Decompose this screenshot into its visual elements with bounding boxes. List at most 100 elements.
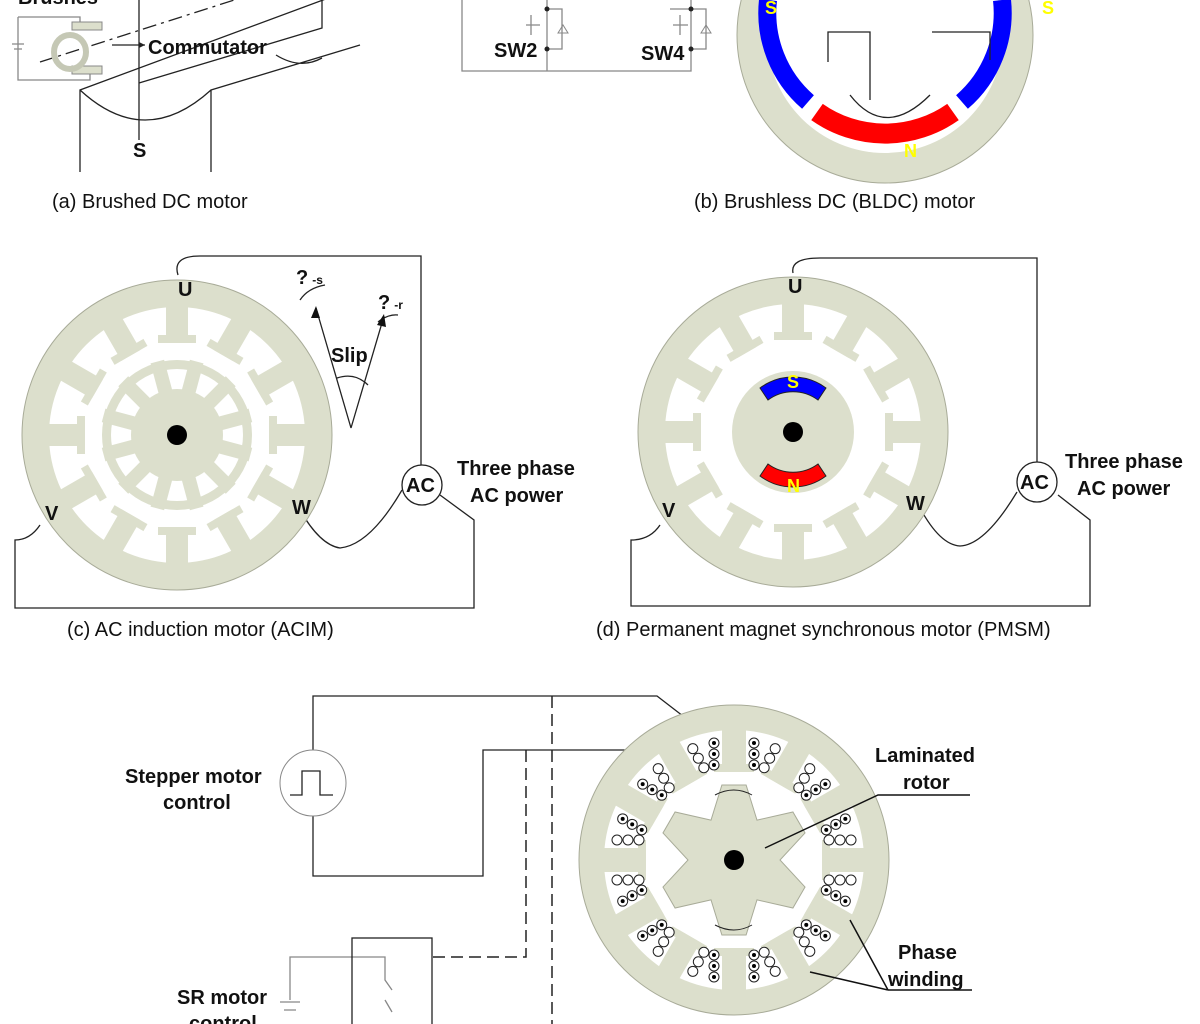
- shaft-icon: [783, 422, 803, 442]
- sw4-label: SW4: [641, 43, 685, 65]
- winding-conductor: [663, 782, 675, 794]
- tooth-tip: [247, 368, 274, 406]
- winding-dot: [630, 822, 635, 827]
- winding-conductor: [652, 763, 664, 775]
- winding-conductor: [834, 874, 846, 886]
- winding-conductor: [658, 936, 670, 948]
- winding-conductor: [764, 956, 776, 968]
- winding-dot: [813, 928, 818, 933]
- winding-conductor: [798, 772, 810, 784]
- winding-dot: [804, 793, 809, 798]
- stator: [637, 276, 949, 588]
- stator-tooth: [269, 424, 307, 446]
- winding-dot: [752, 763, 756, 767]
- pole-s-label: S: [133, 140, 146, 162]
- pmsm-power-line1: Three phase: [1065, 451, 1183, 473]
- rotation-arrow-icon: [714, 789, 753, 931]
- winding-conductor: [798, 936, 810, 948]
- winding-dot: [712, 975, 716, 979]
- omega-r-label: ?-r: [378, 292, 403, 314]
- winding-conductor: [611, 834, 623, 846]
- winding-conductor: [611, 874, 623, 886]
- rotor-bar-tooth: [215, 439, 253, 462]
- winding-dot: [650, 787, 655, 792]
- winding-line1: Phase: [898, 942, 957, 964]
- rotor-bar-tooth: [181, 359, 204, 397]
- ac-source-icon: [1016, 461, 1058, 503]
- winding-dot: [752, 964, 756, 968]
- acim-power-line2: AC power: [470, 485, 564, 507]
- shaft-icon: [724, 850, 744, 870]
- tooth-tip: [714, 764, 754, 772]
- magnet-north: [759, 463, 827, 488]
- caption-b: (b) Brushless DC (BLDC) motor: [694, 191, 976, 213]
- winding-dot: [712, 763, 716, 767]
- tooth-tip: [247, 464, 274, 502]
- pmsm-ac-label: AC: [1020, 472, 1049, 494]
- tooth-tip: [696, 365, 723, 403]
- winding-conductor: [687, 743, 699, 755]
- rotor-line1: Laminated: [875, 745, 975, 767]
- rotor-bar-tooth: [118, 459, 153, 494]
- winding-conductor: [622, 834, 634, 846]
- tooth-tip: [774, 524, 812, 532]
- tooth-tip: [726, 335, 764, 362]
- pmsm-pole-n: N: [787, 476, 800, 496]
- winding-line2: winding: [887, 969, 964, 991]
- ac-source-icon: [401, 464, 443, 506]
- phase-u-label: U: [788, 276, 802, 298]
- tooth-tip: [863, 365, 890, 403]
- winding-dot: [813, 787, 818, 792]
- tooth-tip: [110, 338, 148, 365]
- winding-dot: [712, 953, 716, 957]
- winding-conductor: [823, 834, 835, 846]
- winding-conductor: [845, 834, 857, 846]
- winding-conductor: [823, 874, 835, 886]
- winding-dot: [804, 922, 809, 927]
- stepper-line1: Stepper motor: [125, 766, 262, 788]
- slip-label: Slip: [331, 345, 368, 367]
- winding-dot: [833, 893, 838, 898]
- tooth-tip: [822, 840, 830, 880]
- commutator-label: Commutator: [148, 37, 267, 59]
- tooth-tip: [110, 505, 148, 532]
- pulse-source-icon: [279, 749, 347, 817]
- caption-a: (a) Brushed DC motor: [52, 191, 248, 213]
- winding-conductor: [633, 874, 645, 886]
- winding-dot: [752, 741, 756, 745]
- rotor-bar-tooth: [150, 473, 173, 511]
- acim-power-line1: Three phase: [457, 458, 575, 480]
- winding-conductor: [658, 772, 670, 784]
- sw2-label: SW2: [494, 40, 537, 62]
- panel-bldc: SW2 SW4 S S N (b) Brushless DC (BLDC) mo…: [461, 0, 1054, 213]
- rotor-bar-tooth: [201, 459, 236, 494]
- winding-dot: [752, 953, 756, 957]
- winding-conductor: [793, 782, 805, 794]
- winding-conductor: [698, 762, 710, 774]
- phase-u-label: U: [178, 279, 192, 301]
- tooth-tip: [206, 338, 244, 365]
- sr-line2: control: [189, 1013, 257, 1024]
- tooth-tip: [760, 766, 800, 794]
- winding-dot: [824, 827, 829, 832]
- tooth-tip: [863, 461, 890, 499]
- stator: [578, 704, 972, 1016]
- stator-tooth: [663, 421, 701, 443]
- stator-tooth: [885, 421, 923, 443]
- tooth-tip: [760, 926, 800, 954]
- winding-dot: [823, 782, 828, 787]
- winding-dot: [640, 933, 645, 938]
- winding-conductor: [764, 752, 776, 764]
- winding-conductor: [834, 834, 846, 846]
- winding-conductor: [633, 834, 645, 846]
- stator-tooth: [782, 302, 804, 340]
- tooth-tip: [800, 794, 828, 834]
- winding-dot: [639, 888, 644, 893]
- winding-conductor: [804, 763, 816, 775]
- tooth-tip: [638, 840, 646, 880]
- panel-stepper-sr: Stepper motor control SR motor control L…: [125, 695, 975, 1024]
- stator-tooth: [166, 305, 188, 343]
- winding-dot: [620, 899, 625, 904]
- winding-conductor: [622, 874, 634, 886]
- tooth-tip: [774, 332, 812, 340]
